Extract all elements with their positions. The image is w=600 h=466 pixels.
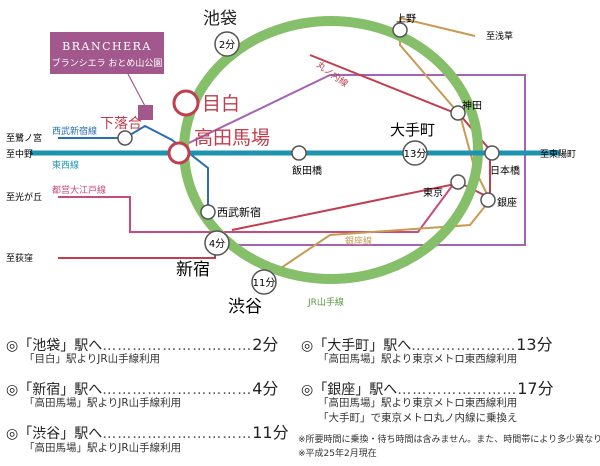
seibu-line [58,124,209,212]
route-time: 13分 [516,335,553,354]
route-shinjuku: ◎「新宿」駅へ…………………………4分 [6,379,279,398]
line-yamanote: JR山手線 [307,296,344,308]
station-mark-kanda [450,105,466,121]
line-seibu-shinjuku: 西武新宿線 [52,125,97,137]
station-mark-ueno [392,22,408,38]
dir-nakano: 至中野 [6,148,33,160]
dir-ogikubo: 至荻窪 [6,252,33,264]
route-time: 11分 [252,423,289,442]
line-oedo: 都営大江戸線 [52,184,106,196]
line-tozai: 東西線 [52,159,79,171]
ginza-line [274,16,492,273]
route-otemachi: ◎「大手町」駅へ…………………13分 [301,335,553,354]
station-mejiro: 目白 [202,93,240,115]
station-mark-seibushinjuku [200,204,216,220]
route-detail: 「高田馬場」駅よりJR山手線利用 [24,397,182,409]
station-tokyo: 東京 [423,186,443,199]
station-mark-otemachi [402,140,428,166]
route-label: ◎「大手町」駅へ [301,338,412,354]
dir-asakusa: 至浅草 [486,30,513,42]
route-time: 4分 [252,379,279,398]
branchera-label-box [50,32,164,74]
time-shinjuku: 4分 [209,238,225,250]
note-2: ※平成25年2月現在 [298,449,377,459]
route-label: ◎「池袋」駅へ [6,338,103,354]
route-time: 2分 [252,335,279,354]
station-mark-shimoochiai [117,130,133,146]
time-ikebukuro: 2分 [219,39,235,51]
route-map: BRANCHERA ブランシエラ おとめ山公園 2分 13分 4分 11分 池袋… [6,9,576,317]
station-kanda: 神田 [462,99,482,112]
branchera-pointer [127,73,146,107]
note-1: ※所要時間に乗換・待ち時間は含みません。また、時間帯により多少異なります。 [298,435,600,445]
station-mark-shinjuku [204,230,230,256]
route-label: ◎「新宿」駅へ [6,382,103,398]
station-mark-nihonbashi [484,145,500,161]
route-detail: 「高田馬場」駅より東京メトロ東西線利用 [318,353,518,365]
dir-hikarigaoka: 至光が丘 [6,191,42,203]
route-ikebukuro: ◎「池袋」駅へ…………………………2分 [6,335,279,354]
route-label: ◎「渋谷」駅へ [6,426,103,442]
station-otemachi: 大手町 [390,121,435,139]
station-ikebukuro: 池袋 [203,9,237,29]
station-ginza: 銀座 [497,196,517,209]
brand-sub: ブランシエラ おとめ山公園 [52,57,163,69]
station-seibushinjuku: 西武新宿 [217,205,261,219]
dir-saginomiya: 至鷺ノ宮 [6,132,42,144]
station-shibuya: 渋谷 [228,297,262,317]
station-nihonbashi: 日本橋 [490,164,520,177]
route-detail: 「目白」駅よりJR山手線利用 [24,353,161,365]
station-mark-tokyo [450,174,466,190]
route-shibuya: ◎「渋谷」駅へ…………………………11分 [6,423,289,442]
line-ginza: 銀座線 [345,235,372,247]
station-takadanobaba: 高田馬場 [194,127,270,149]
route-detail-2: 「大手町」で東京メトロ丸ノ内線に乗換え [318,412,518,424]
station-iidabashi: 飯田橋 [292,164,322,177]
dir-higashiyocho: 至東陽町 [540,148,576,160]
route-ginza: ◎「銀座」駅へ……………………17分 [301,379,554,398]
route-detail: 「高田馬場」駅よりJR山手線利用 [24,442,182,454]
station-mark-iidabashi [291,145,307,161]
station-shimoochiai: 下落合 [100,116,142,132]
station-ueno: 上野 [396,13,416,25]
station-mark-shibuya [251,269,277,295]
station-mark-takadanobaba [167,141,191,165]
station-mark-ikebukuro [214,31,240,57]
route-label: ◎「銀座」駅へ [301,382,398,398]
station-mark-mejiro [172,89,200,117]
branchera-location-mark [138,105,153,120]
brand-name: BRANCHERA [62,40,152,53]
station-mark-ginza [480,192,496,208]
oedo-line [58,181,456,233]
route-time: 17分 [517,379,554,398]
marunouchi-line [231,54,491,231]
ogikubo-line [58,243,216,259]
time-shibuya: 11分 [253,277,276,289]
station-shinjuku: 新宿 [176,260,210,280]
time-otemachi: 13分 [404,148,427,160]
route-detail: 「高田馬場」駅より東京メトロ東西線利用 [318,397,518,409]
